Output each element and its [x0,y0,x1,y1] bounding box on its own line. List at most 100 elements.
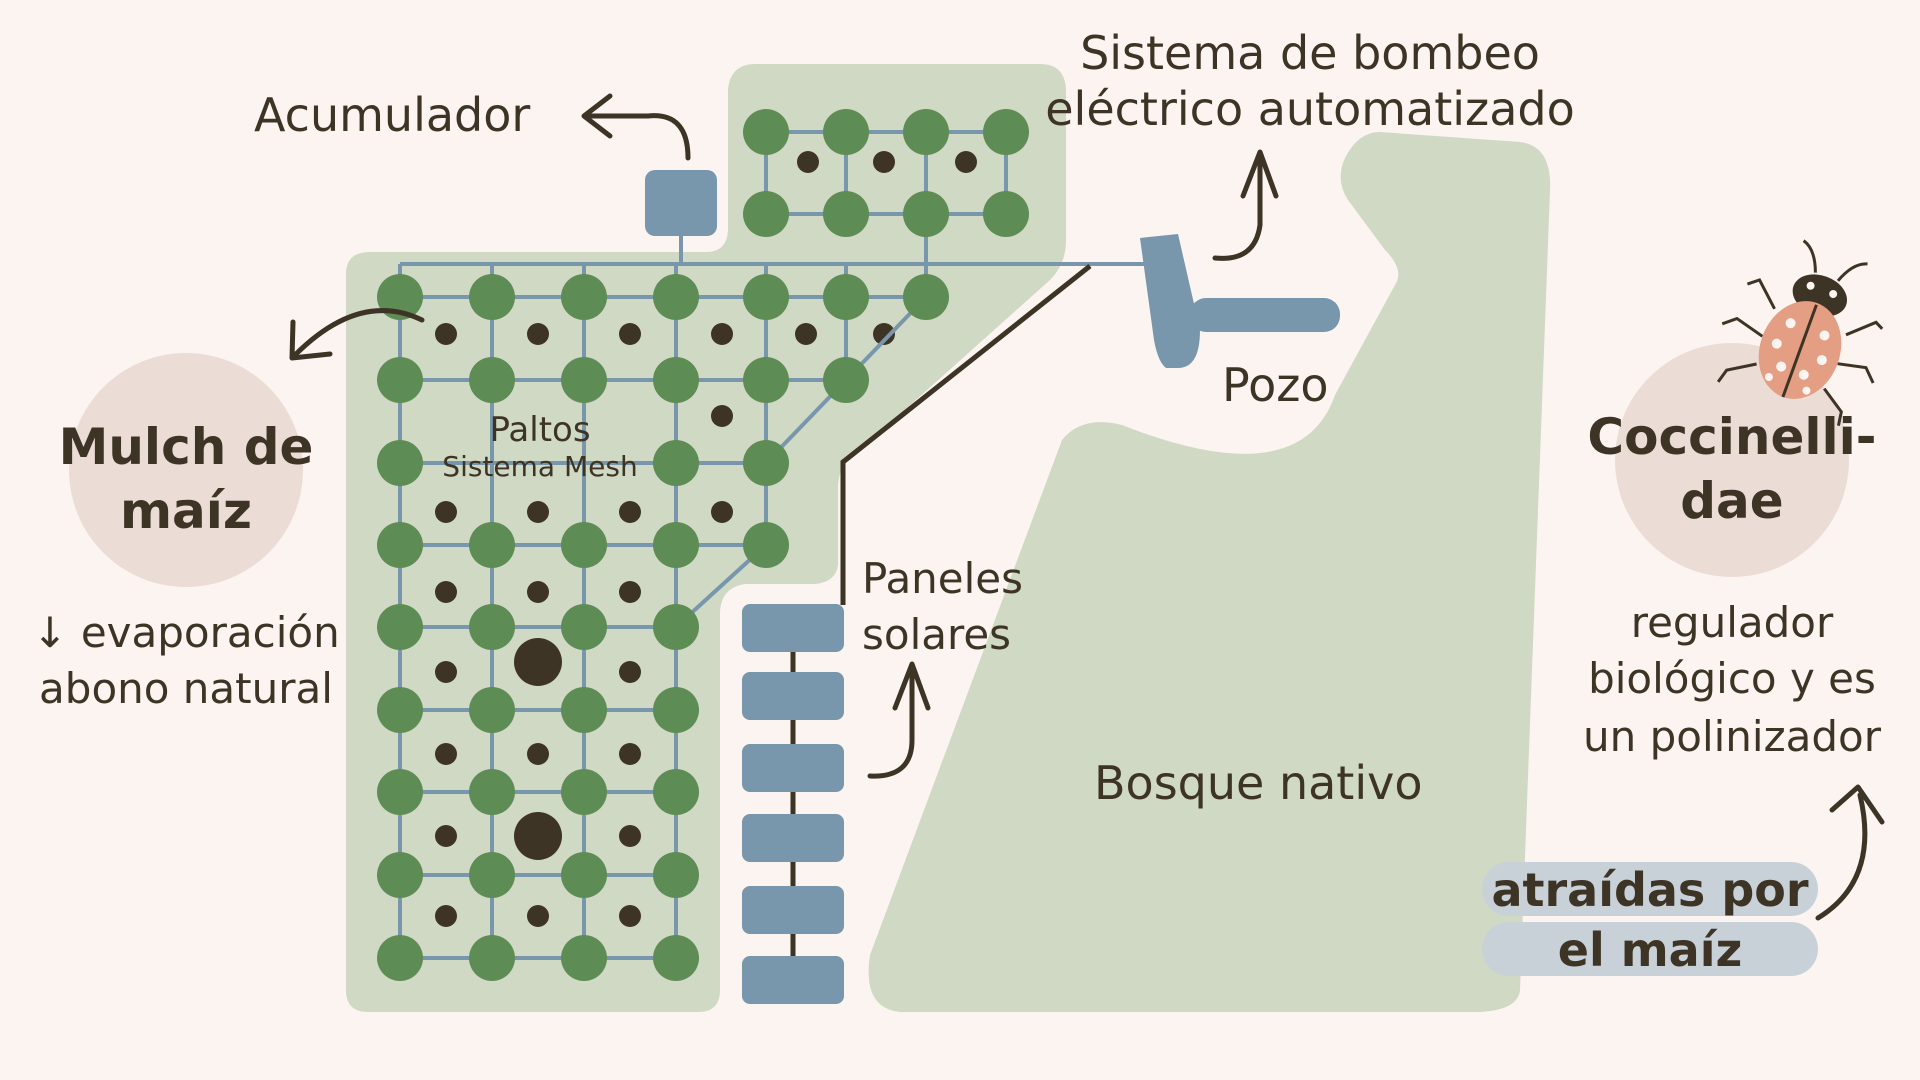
avocado-tree [743,191,789,237]
coccinellidae-circle [1615,343,1849,577]
coccinellidae-desc-line2: biológico y es [1588,654,1876,703]
coccinellidae-desc-line1: regulador [1630,598,1834,647]
fertilizer-dots [435,151,977,927]
fertilizer-dot [435,743,457,765]
avocado-trees [377,109,1029,981]
avocado-tree [983,109,1029,155]
acumulador-label: Acumulador [254,88,531,142]
fertilizer-dot [797,151,819,173]
fertilizer-dot [619,743,641,765]
avocado-tree [469,769,515,815]
avocado-tree [653,522,699,568]
fertilizer-dot [527,743,549,765]
avocado-tree [377,604,423,650]
fertilizer-dot [619,581,641,603]
avocado-tree [377,852,423,898]
avocado-tree [903,109,949,155]
avocado-tree [743,440,789,486]
avocado-tree [823,109,869,155]
fertilizer-dot [527,323,549,345]
fertilizer-dot [435,323,457,345]
solar-panel-icon [742,814,844,862]
avocado-tree [469,687,515,733]
avocado-tree [469,935,515,981]
avocado-tree [377,769,423,815]
avocado-tree [653,852,699,898]
mulch-title-line2: maíz [119,482,253,540]
fertilizer-dot [873,323,895,345]
acumulador-arrow-icon [581,93,691,161]
avocado-tree [469,274,515,320]
avocado-tree [653,274,699,320]
sistema-mesh-label: Sistema Mesh [442,450,638,483]
paneles-label-line2: solares [862,610,1012,659]
tag-line1: atraídas por [1482,862,1818,917]
avocado-tree [823,191,869,237]
solar-panel-icon [742,744,844,792]
avocado-tree [377,935,423,981]
avocado-tree [469,852,515,898]
fertilizer-dot [435,905,457,927]
avocado-tree [377,440,423,486]
mulch-title-line1: Mulch de [58,418,314,476]
avocado-tree [743,357,789,403]
avocado-tree [561,769,607,815]
fertilizer-dot [711,405,733,427]
orchard-zone [346,64,1066,1012]
fertilizer-dot [711,501,733,523]
bosque-label: Bosque nativo [1094,756,1423,810]
paltos-label: Paltos [489,410,591,450]
avocado-tree [653,935,699,981]
avocado-tree [561,274,607,320]
mulch-arrow-icon [289,308,425,361]
avocado-tree [561,852,607,898]
panels-arrow-icon [867,661,931,779]
bombeo-arrow-icon [1212,149,1279,261]
compost-dot-large [514,812,562,860]
avocado-tree [653,604,699,650]
fertilizer-dot [795,323,817,345]
avocado-tree [823,274,869,320]
avocado-tree [743,109,789,155]
mulch-desc-line1: ↓ evaporación [32,608,340,657]
avocado-tree [823,357,869,403]
power-cable [840,264,1092,605]
solar-panel-icon [742,886,844,934]
fertilizer-dot [619,825,641,847]
avocado-tree [653,357,699,403]
avocado-tree [561,687,607,733]
avocado-tree [469,357,515,403]
fertilizer-dot [619,905,641,927]
accumulator-icon [645,170,717,236]
avocado-tree [743,274,789,320]
avocado-tree [561,935,607,981]
solar-panel-icon [742,604,844,652]
avocado-tree [653,769,699,815]
tag-arrow-icon [1815,784,1885,921]
fertilizer-dot [955,151,977,173]
fertilizer-dot [435,501,457,523]
compost-dot-large [514,638,562,686]
avocado-tree [377,687,423,733]
avocado-tree [561,604,607,650]
fertilizer-dot [435,581,457,603]
solar-panels [742,604,844,1004]
avocado-tree [469,522,515,568]
avocado-tree [561,522,607,568]
solar-panel-icon [742,956,844,1004]
coccinellidae-title-line2: dae [1680,472,1784,530]
fertilizer-dot [619,501,641,523]
ladybug-icon [1716,239,1884,427]
fertilizer-dot [527,501,549,523]
mulch-circle [69,353,303,587]
avocado-tree [653,687,699,733]
avocado-tree [653,440,699,486]
bombeo-label-line2: eléctrico automatizado [1045,82,1575,136]
avocado-tree [743,522,789,568]
fertilizer-dot [619,661,641,683]
coccinellidae-desc-line3: un polinizador [1583,712,1881,761]
fertilizer-dot [527,905,549,927]
fertilizer-dot [619,323,641,345]
avocado-tree [561,357,607,403]
